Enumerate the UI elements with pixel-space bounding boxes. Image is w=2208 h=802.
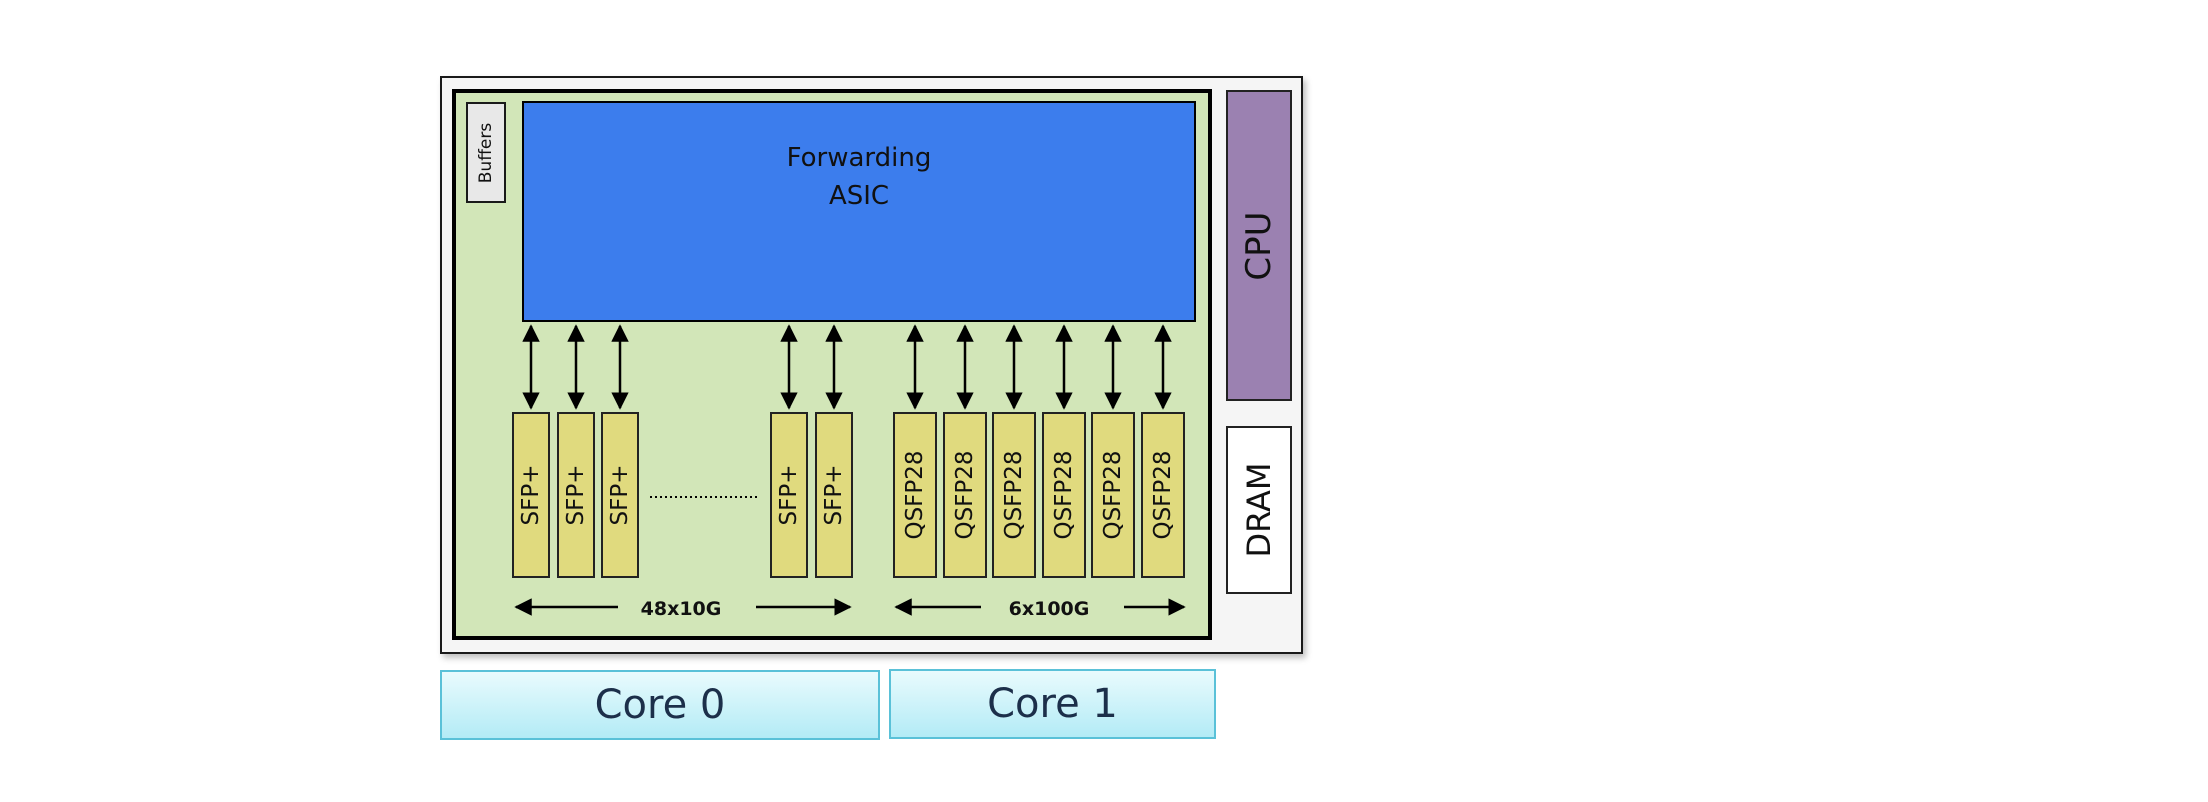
asic-label-line2: ASIC [828,181,890,211]
qsfp-port-6: QSFP28 [1141,412,1185,578]
cpu-label: CPU [1239,210,1279,281]
asic-label-line1: Forwarding [786,143,932,173]
core-1-label: Core 1 [987,681,1118,727]
qsfp-port-2: QSFP28 [943,412,987,578]
cpu-block: CPU [1226,90,1292,401]
qsfp-speed-label: 6x100G [1008,598,1090,620]
sfp-port-5: SFP+ [815,412,853,578]
dram-block: DRAM [1226,426,1292,594]
core-0-label: Core 0 [594,682,726,728]
forwarding-asic: Forwarding ASIC [522,101,1196,322]
buffers-block: Buffers [466,102,506,203]
qsfp-port-4: QSFP28 [1042,412,1086,578]
qsfp-port-5: QSFP28 [1091,412,1135,578]
sfp-speed-label: 48x10G [640,598,722,620]
sfp-port-2: SFP+ [557,412,595,578]
core-1-block: Core 1 [889,669,1216,739]
qsfp-port-3: QSFP28 [992,412,1036,578]
sfp-port-3: SFP+ [601,412,639,578]
core-0-block: Core 0 [440,670,880,740]
dram-label: DRAM [1240,462,1278,558]
sfp-port-4: SFP+ [770,412,808,578]
qsfp-port-1: QSFP28 [893,412,937,578]
sfp-port-1: SFP+ [512,412,550,578]
